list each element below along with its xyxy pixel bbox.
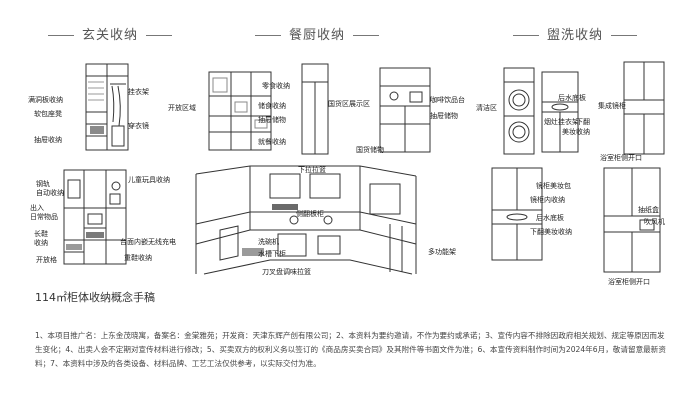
entry-cabinet-sketch-top (82, 62, 132, 152)
label-kitchen-right-r3: 国货储物 (356, 146, 384, 154)
title-rule-left (513, 35, 539, 36)
label-entry-top-left1: 满洞板收纳 (28, 96, 63, 104)
label-kitchen-main-a5: 刀叉盘调味拉篮 (262, 268, 311, 276)
title-rule-left (48, 35, 74, 36)
bath-mirror-cabinet-sketch (622, 60, 666, 156)
label-bath-bot-l1: 镜柜美妆包 (536, 182, 571, 190)
label-entry-bot-left3-b: 收纳 (34, 239, 48, 247)
label-entry-bot-left2-a: 出入 (30, 204, 44, 212)
label-bath-right-r1: 集成镜柜 (598, 102, 626, 110)
label-entry-top-left3: 抽屉收纳 (34, 136, 62, 144)
label-kitchen-left-r1: 零食收纳 (262, 82, 290, 90)
label-bath-bot-r1: 抽纸盒 (638, 206, 659, 214)
label-entry-bot-left1: 钢轨自动收纳 (36, 180, 64, 198)
label-bath-bot-l3: 后水底板 (536, 214, 564, 222)
label-kitchen-main-a1: 下拉拉篮 (298, 166, 326, 174)
label-bath-left-l1: 清洁区 (476, 104, 497, 112)
label-bath-bot-r3: 浴室柜侧开口 (608, 278, 650, 286)
label-bath-bot-r2: 吹风机 (644, 218, 665, 226)
sketch-caption: 114㎡柜体收纳概念手稿 (35, 291, 155, 304)
section-title-bath: 盥洗收纳 (505, 28, 645, 44)
kitchen-cabinet-sketch-left (205, 68, 275, 154)
section-title-kitchen: 餐厨收纳 (247, 28, 387, 44)
bath-cabinet-sketch-bottom-right (600, 166, 670, 274)
section-title-bath-text: 盥洗收纳 (547, 28, 604, 43)
bath-vanity-sketch (540, 70, 580, 154)
section-title-kitchen-text: 餐厨收纳 (289, 28, 346, 43)
label-bath-bot-l4: 下翻美妆收纳 (530, 228, 572, 236)
label-entry-bot-right2: 台面内嵌无线充电 (120, 238, 176, 246)
label-kitchen-main-a6: 多功能架 (428, 248, 456, 256)
label-kitchen-right-l1: 国货区展示区 (328, 100, 370, 108)
label-kitchen-left-r4: 就餐收纳 (258, 138, 286, 146)
label-bath-bot-l2: 镜柜内收纳 (530, 196, 565, 204)
label-bath-left-r2: 烟灶挂衣架 (544, 118, 579, 126)
kitchen-perspective-sketch (190, 164, 422, 282)
label-kitchen-left-l1: 开放区域 (168, 104, 196, 112)
label-bath-right-r2: 浴室柜侧开口 (600, 154, 642, 162)
title-rule-right (353, 35, 380, 36)
label-kitchen-left-r3: 抽屉储物 (258, 116, 286, 124)
label-bath-left-r4: 美妆收纳 (562, 128, 590, 136)
label-entry-top-right1: 挂衣架 (128, 88, 149, 96)
label-entry-bot-left2-b: 日常物品 (30, 213, 58, 221)
kitchen-tall-column-sketch (300, 62, 330, 156)
label-entry-bot-left1-b: 自动收纳 (36, 189, 64, 197)
kitchen-cabinet-sketch-right (376, 64, 434, 156)
disclaimer-text: 1、本项目推广名：上东金茂晓寓，备案名：金棠雅苑；开发商：天津东辉产创有限公司；… (35, 331, 666, 368)
label-kitchen-main-a3: 洗碗机 (258, 238, 279, 246)
label-kitchen-main-a4: 水槽下柜 (258, 250, 286, 258)
label-kitchen-left-r2: 储食收纳 (258, 102, 286, 110)
label-bath-left-r3: 下翻 (576, 118, 590, 126)
bath-washer-tower-sketch (502, 66, 536, 156)
section-title-entry: 玄关收纳 (40, 28, 180, 44)
label-entry-bot-left3: 长鞋收纳 (34, 230, 48, 248)
label-kitchen-right-r1: 咖啡饮品台 (430, 96, 465, 104)
label-entry-bot-right3: 重鞋收纳 (124, 254, 152, 262)
entry-cabinet-sketch-bottom (60, 168, 130, 268)
label-kitchen-main-a2: 侧翻板柜 (296, 210, 324, 218)
label-entry-top-right2: 穿衣镜 (128, 122, 149, 130)
label-entry-top-left2: 软包座凳 (34, 110, 62, 118)
label-entry-bot-left2: 出入日常物品 (30, 204, 58, 222)
label-entry-bot-left1-a: 钢轨 (36, 180, 50, 188)
section-title-entry-text: 玄关收纳 (82, 28, 139, 43)
label-bath-left-r1: 后水底板 (558, 94, 586, 102)
title-rule-right (146, 35, 173, 36)
title-rule-right (611, 35, 638, 36)
label-kitchen-right-r2: 抽屉储物 (430, 112, 458, 120)
label-entry-bot-left4: 开放格 (36, 256, 57, 264)
label-entry-bot-left3-a: 长鞋 (34, 230, 48, 238)
title-rule-left (255, 35, 281, 36)
bath-cabinet-sketch-bottom-left (488, 166, 546, 262)
label-entry-bot-right1: 儿童玩具收纳 (128, 176, 170, 184)
